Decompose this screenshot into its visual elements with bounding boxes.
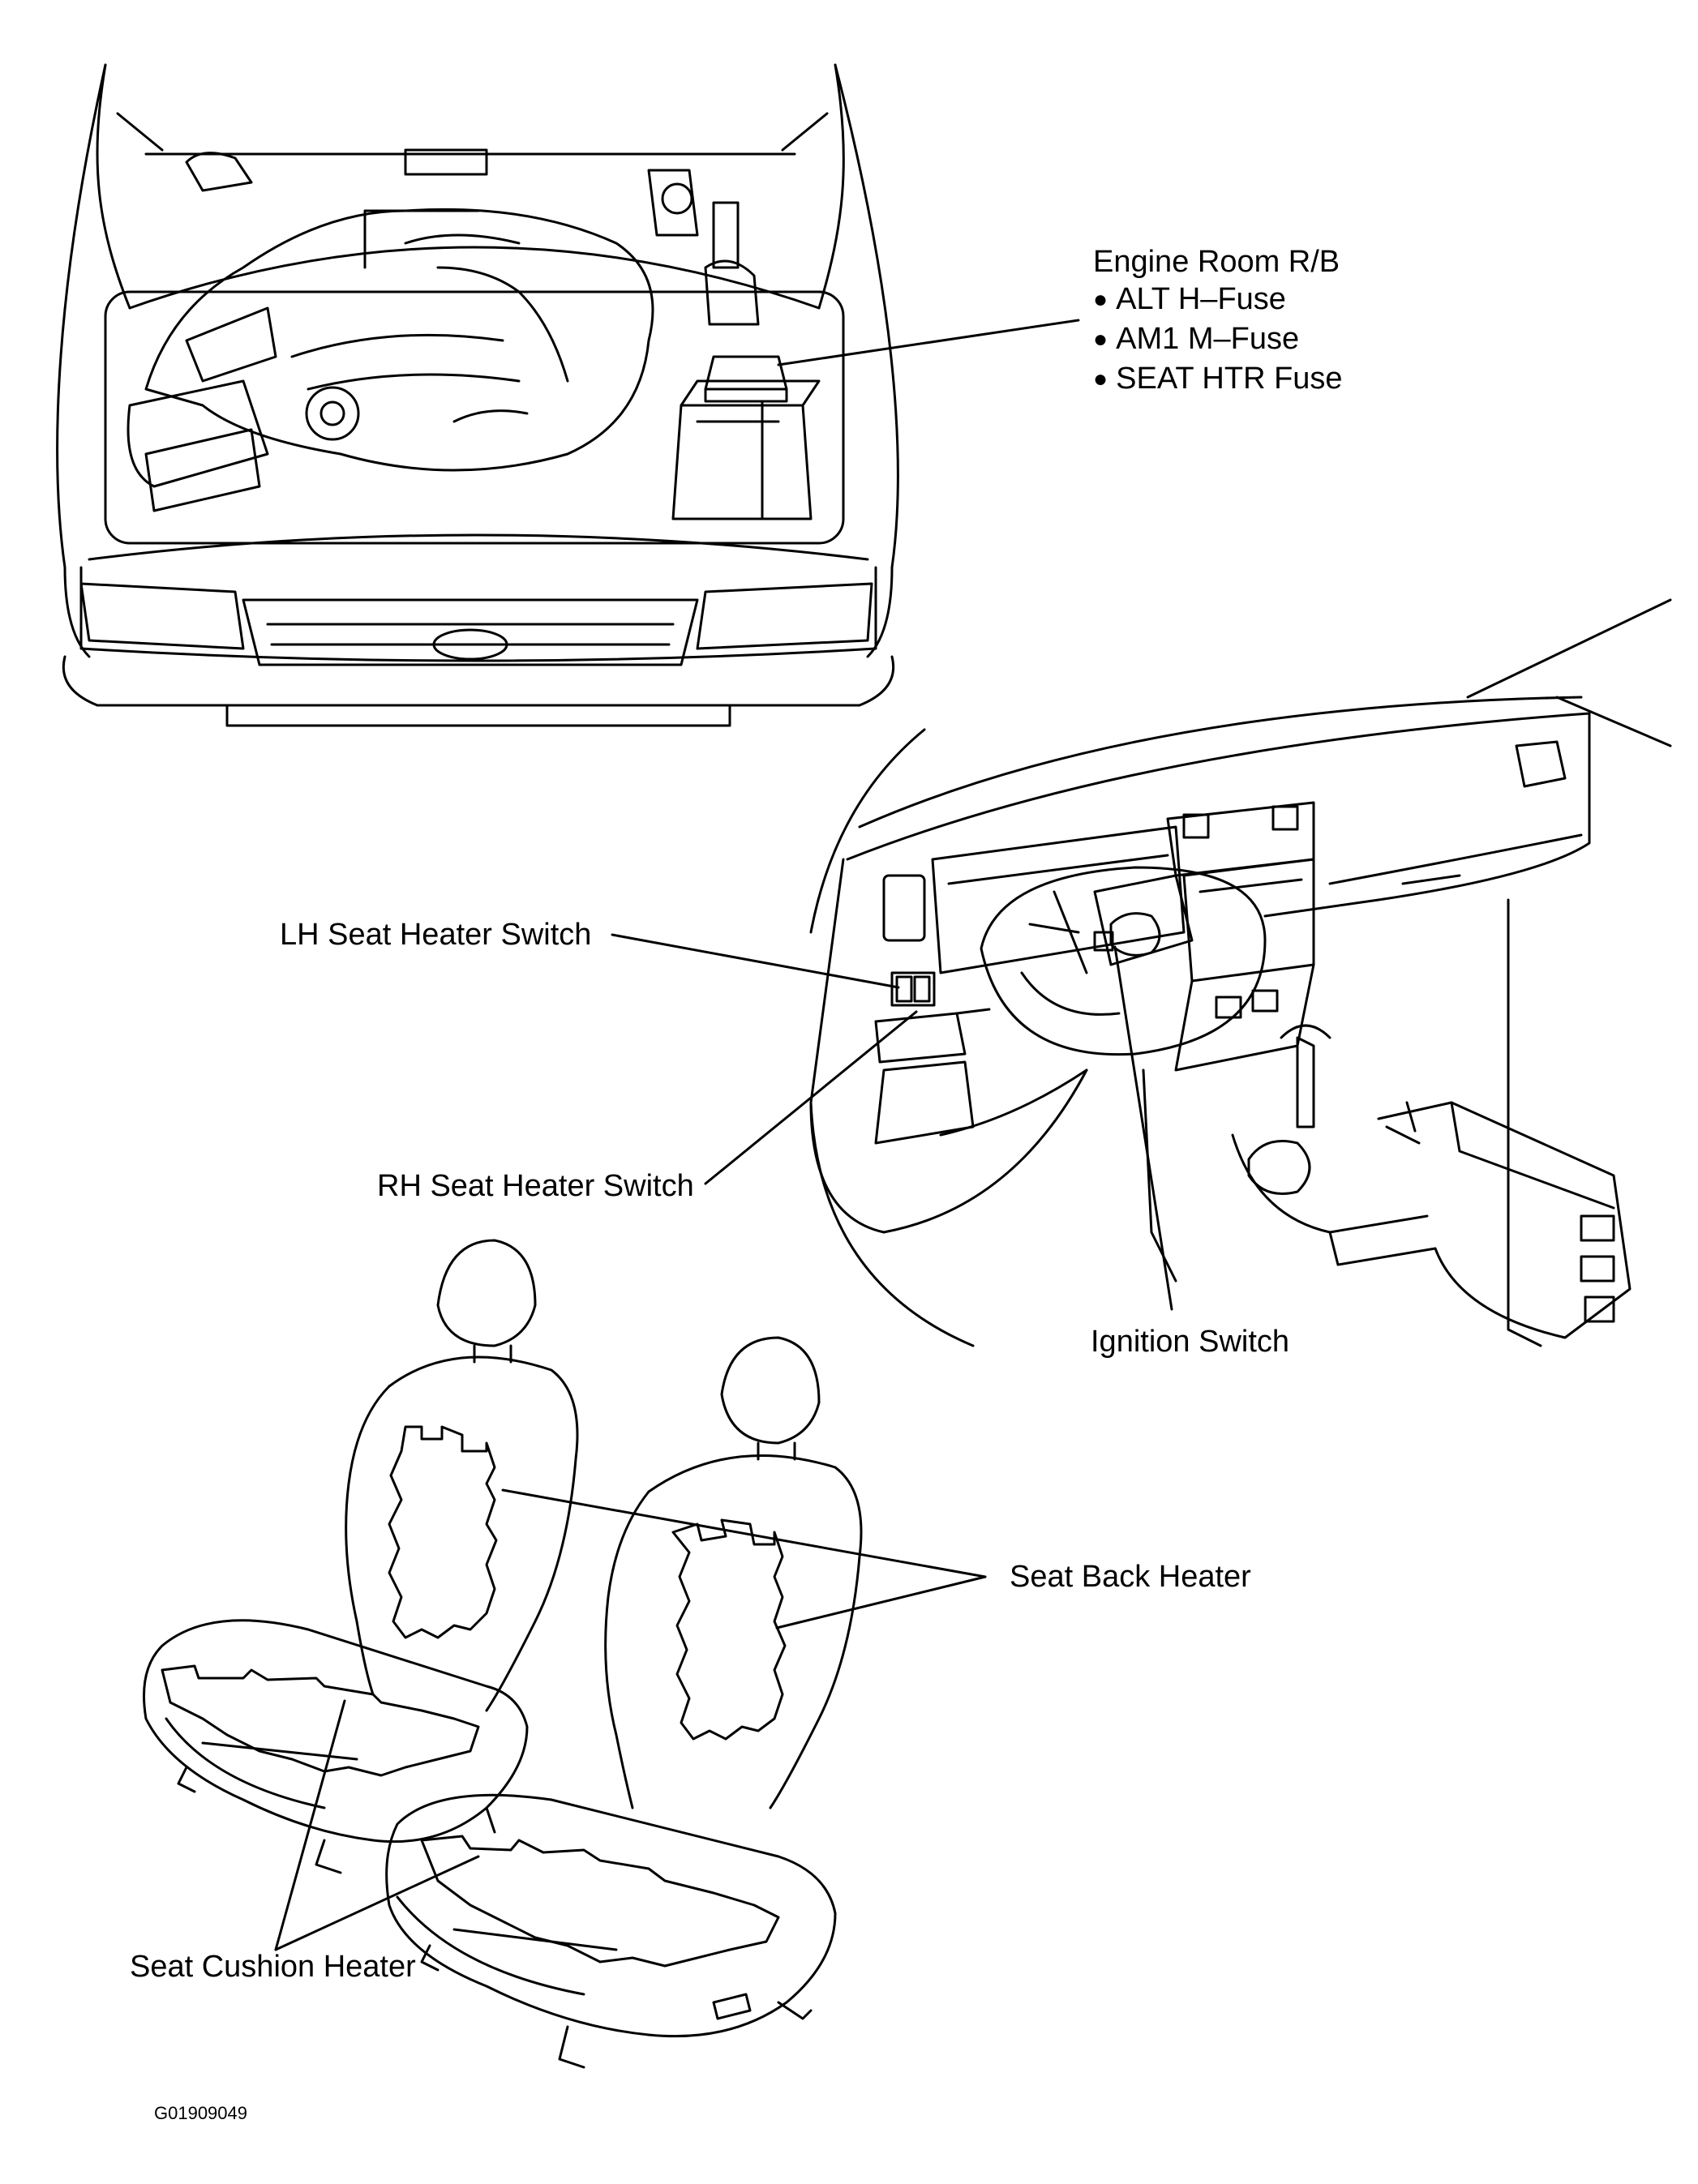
fuse-item-am1: AM1 M–Fuse bbox=[1093, 320, 1343, 360]
lh-seat-heater-switch-label: LH Seat Heater Switch bbox=[280, 918, 592, 952]
fuse-item-alt: ALT H–Fuse bbox=[1093, 280, 1343, 320]
engine-room-rb-label: Engine Room R/B ALT H–Fuse AM1 M–Fuse SE… bbox=[1093, 243, 1343, 400]
fuse-item-seat-htr: SEAT HTR Fuse bbox=[1093, 360, 1342, 400]
engine-room-fuse-list: ALT H–Fuse AM1 M–Fuse SEAT HTR Fuse bbox=[1093, 280, 1343, 400]
seat-back-heater-label: Seat Back Heater bbox=[1010, 1560, 1251, 1594]
seats-drawing bbox=[143, 1239, 987, 2069]
engine-room-relay-block bbox=[704, 355, 788, 391]
lh-seat-heater-switch-part bbox=[890, 971, 936, 1007]
engine-room-rb-title: Engine Room R/B bbox=[1093, 245, 1340, 279]
ignition-switch-part bbox=[1109, 912, 1161, 957]
ignition-switch-label: Ignition Switch bbox=[1091, 1325, 1290, 1359]
engine-compartment-drawing bbox=[56, 63, 1080, 727]
dashboard-drawing bbox=[611, 598, 1672, 1347]
seat-cushion-heater-label: Seat Cushion Heater bbox=[130, 1950, 416, 1984]
rh-seat-heater-switch-label: RH Seat Heater Switch bbox=[377, 1169, 694, 1203]
figure-code: G01909049 bbox=[154, 2103, 247, 2123]
